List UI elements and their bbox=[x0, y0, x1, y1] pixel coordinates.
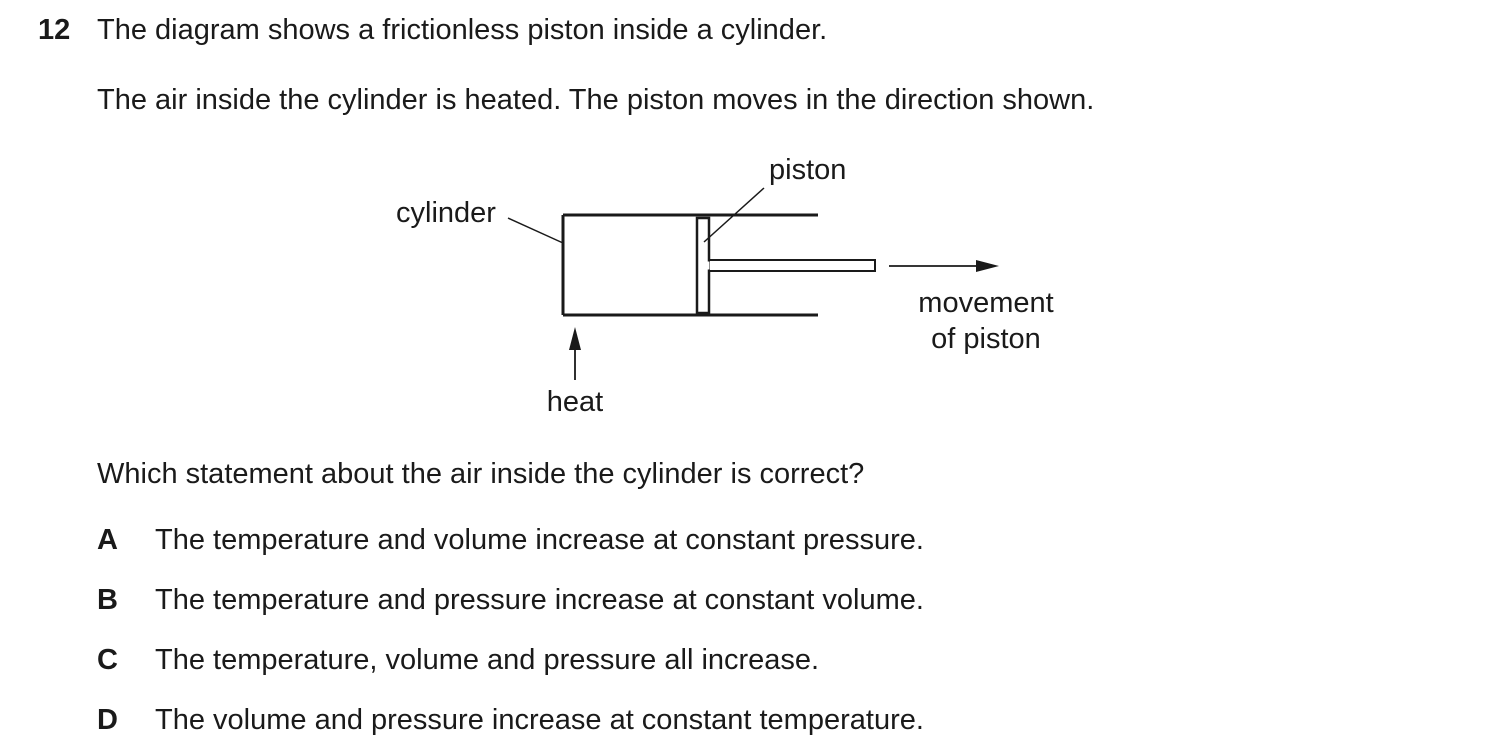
option-c: C The temperature, volume and pressure al… bbox=[97, 642, 819, 678]
label-cylinder: cylinder bbox=[396, 197, 496, 229]
option-text: The temperature and volume increase at c… bbox=[155, 524, 924, 556]
label-piston: piston bbox=[769, 154, 846, 186]
question-intro-line-2: The air inside the cylinder is heated. T… bbox=[97, 84, 1095, 116]
piston-head bbox=[695, 216, 711, 315]
option-b: B The temperature and pressure increase a… bbox=[97, 582, 924, 618]
option-letter: D bbox=[97, 704, 118, 736]
option-text: The temperature, volume and pressure all… bbox=[155, 644, 820, 676]
label-movement-line-2: of piston bbox=[931, 323, 1041, 355]
label-movement-line-1: movement bbox=[918, 287, 1053, 319]
cylinder-leader-line bbox=[507, 217, 564, 244]
question-number: 12 bbox=[38, 14, 71, 46]
option-letter: A bbox=[97, 524, 118, 556]
option-text: The volume and pressure increase at cons… bbox=[155, 704, 924, 736]
heat-arrow-icon bbox=[569, 327, 581, 350]
piston-leader-line bbox=[703, 187, 765, 243]
option-text: The temperature and pressure increase at… bbox=[155, 584, 924, 616]
option-letter: C bbox=[97, 644, 118, 676]
option-a: A The temperature and volume increase at … bbox=[97, 522, 924, 558]
option-letter: B bbox=[97, 584, 118, 616]
piston-rod bbox=[708, 259, 876, 272]
question-intro-line-1: The diagram shows a frictionless piston … bbox=[97, 14, 828, 46]
option-d: D The volume and pressure increase at con… bbox=[97, 702, 924, 738]
movement-arrow-icon bbox=[976, 260, 999, 272]
question-prompt: Which statement about the air inside the… bbox=[97, 458, 865, 490]
label-heat: heat bbox=[547, 386, 603, 418]
